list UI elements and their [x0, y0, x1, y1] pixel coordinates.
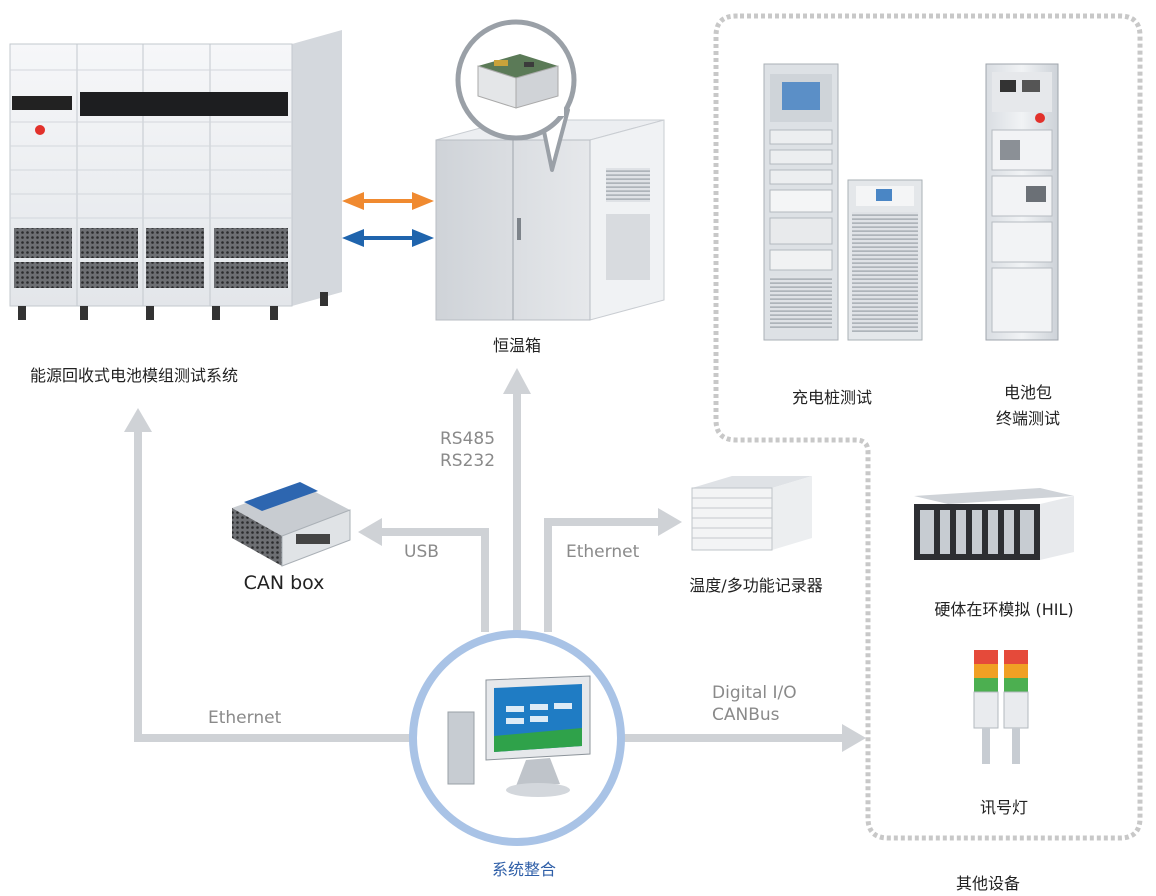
hil-chassis-icon	[914, 488, 1074, 560]
edge-label-rs485: RS485	[440, 429, 496, 449]
connector-ethernet-right	[544, 518, 660, 632]
edge-label-digital: Digital I/O CANBus	[712, 682, 797, 726]
edge-label-rs: RS485 RS232	[440, 428, 495, 472]
hil-label: 硬体在环模拟 (HIL)	[934, 600, 1074, 619]
pack-test-label-line1: 电池包	[1003, 383, 1053, 402]
battery-system-label: 能源回收式电池模组测试系统	[30, 366, 239, 385]
can-box-device-icon	[232, 482, 351, 567]
arrowhead-other-devices	[842, 724, 866, 752]
other-devices-group-border	[713, 13, 1143, 841]
edge-label-ethernet-left: Ethernet	[208, 708, 282, 728]
edge-label-usb: USB	[404, 542, 439, 562]
arrowhead-chamber	[503, 368, 531, 394]
pack-test-label: 电池包 终端测试	[996, 380, 1060, 432]
edge-label-ethernet-right: Ethernet	[566, 542, 640, 562]
edge-label-canbus: CANBus	[712, 705, 780, 725]
data-recorder-icon	[691, 476, 812, 551]
recorder-label: 温度/多功能记录器	[689, 576, 823, 595]
can-box-label: CAN box	[243, 572, 325, 594]
connectors	[134, 392, 842, 742]
edge-label-rs232: RS232	[440, 451, 496, 471]
arrowhead-can-box	[358, 518, 382, 546]
environmental-chamber-icon	[435, 19, 665, 321]
bidirectional-arrows	[342, 192, 434, 247]
charger-test-label: 充电桩测试	[791, 388, 873, 407]
arrowhead-battery-system	[124, 408, 152, 432]
edge-label-digital-io: Digital I/O	[712, 683, 797, 703]
connector-ethernet-left	[134, 428, 412, 742]
battery-test-cabinet-icon	[9, 30, 342, 320]
other-devices-label: 其他设备	[955, 874, 1021, 893]
hub-label: 系统整合	[491, 860, 557, 879]
charger-test-rack-icon	[763, 63, 923, 341]
pack-test-label-line2: 终端测试	[995, 409, 1061, 428]
chamber-label: 恒温箱	[492, 336, 542, 355]
signal-light-label: 讯号灯	[979, 798, 1029, 817]
hub-circle	[409, 630, 625, 846]
battery-pack-icon	[477, 54, 559, 109]
arrowhead-recorder	[658, 508, 682, 536]
pack-test-rack-icon	[985, 63, 1059, 341]
connector-usb	[378, 528, 489, 632]
computer-monitor-icon	[447, 675, 591, 797]
signal-tower-light-icon	[973, 650, 1029, 764]
